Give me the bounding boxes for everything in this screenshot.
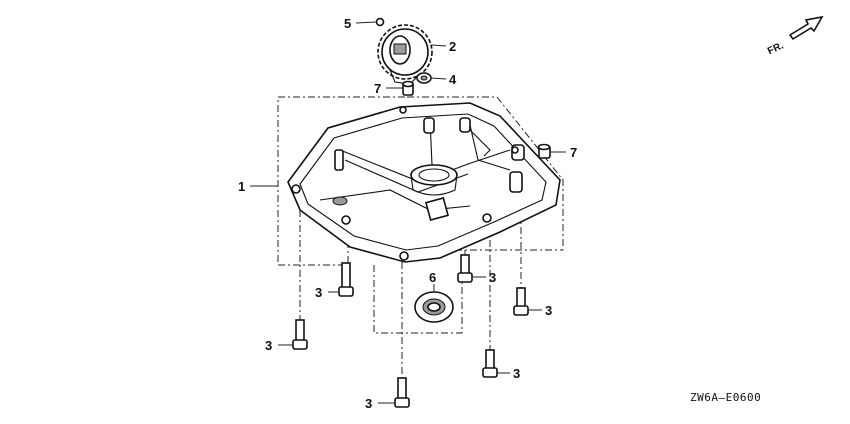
washer <box>416 72 432 84</box>
callout-3-bolt-4: 3 <box>489 270 496 285</box>
clip-pin <box>375 17 385 27</box>
callout-3-bolt-2: 3 <box>265 338 272 353</box>
dowel-pin-right <box>537 143 551 159</box>
front-direction-arrow: FR. <box>766 15 824 57</box>
flange-bolt-6 <box>482 349 498 378</box>
oil-seal <box>414 291 454 323</box>
flange-bolt-2 <box>292 319 308 350</box>
direction-label: FR. <box>766 40 785 57</box>
callout-7-left: 7 <box>374 81 381 96</box>
callout-1: 1 <box>238 179 245 194</box>
flange-bolt-5 <box>513 287 529 316</box>
callout-3-bolt-6: 3 <box>513 366 520 381</box>
flange-bolt-4 <box>457 254 473 283</box>
governor-gear <box>377 24 433 85</box>
leader-lines <box>250 21 566 404</box>
diagram-code: ZW6A—E0600 <box>690 391 761 404</box>
callout-3-bolt-5: 3 <box>545 303 552 318</box>
callout-5: 5 <box>344 16 351 31</box>
dowel-pin-left <box>402 80 414 96</box>
flange-bolt-3 <box>394 377 410 408</box>
assembly-bracket-lines <box>277 96 564 378</box>
callout-3-bolt-3: 3 <box>365 396 372 411</box>
callout-3-bolt-1: 3 <box>315 285 322 300</box>
callout-4: 4 <box>449 72 457 87</box>
callout-2: 2 <box>449 39 456 54</box>
callout-7-right: 7 <box>570 145 577 160</box>
oil-pan-cover <box>287 102 561 263</box>
callout-6: 6 <box>429 270 436 285</box>
flange-bolt-1 <box>338 262 354 297</box>
